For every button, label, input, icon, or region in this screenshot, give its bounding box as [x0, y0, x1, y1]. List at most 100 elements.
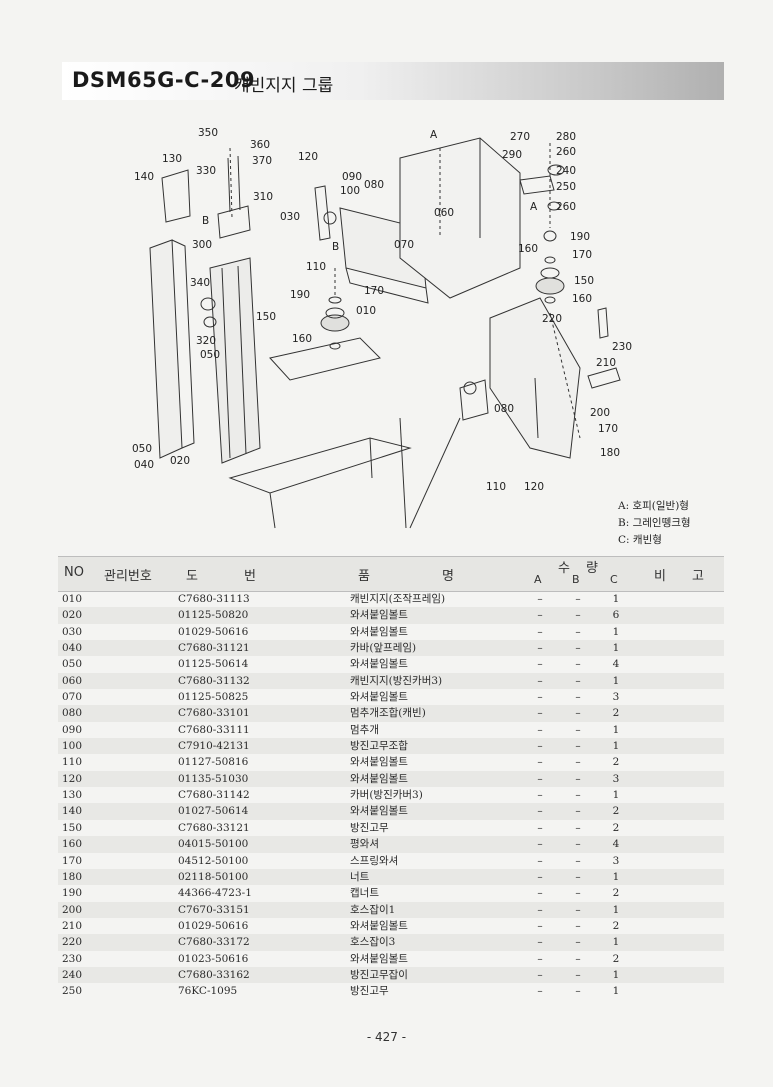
header-drawing-2: 번 — [244, 569, 256, 584]
qty-a: – — [537, 985, 543, 998]
qty-a: – — [537, 838, 543, 851]
qty-c: 2 — [612, 756, 620, 769]
drawing-number: 02118-50100 — [178, 870, 249, 883]
part-callout: 030 — [280, 211, 300, 223]
part-no: 180 — [62, 870, 83, 883]
legend-item-b: B: 그레인뗑크형 — [618, 517, 691, 529]
part-name: 와셔붙임볼트 — [350, 658, 408, 671]
view-letter: A — [430, 129, 438, 141]
qty-c: 4 — [612, 838, 620, 851]
legend-item-a: A: 호피(일반)형 — [618, 500, 689, 512]
qty-a: – — [537, 593, 543, 605]
part-name: 캡너트 — [350, 887, 379, 900]
part-name: 너트 — [350, 870, 370, 883]
header-remark: 비 — [654, 569, 666, 584]
drawing-number: 44366-4723-1 — [178, 887, 252, 900]
part-callout: 170 — [364, 285, 384, 297]
part-callout: 270 — [510, 131, 530, 143]
qty-a: – — [537, 658, 543, 671]
drawing-number: 01023-50616 — [178, 952, 249, 965]
part-callout: 050 — [200, 349, 220, 361]
header-name: 품 — [358, 569, 370, 584]
part-callout: 010 — [356, 305, 376, 317]
part-callout: 370 — [252, 155, 272, 167]
part-name: 와셔붙임볼트 — [350, 772, 408, 785]
drawing-number: C7680-31113 — [178, 593, 250, 605]
part-name: 카바(앞프레임) — [350, 642, 417, 655]
part-callout: 290 — [502, 149, 522, 161]
qty-b: – — [575, 609, 581, 622]
part-name: 방진고무 — [350, 821, 389, 834]
part-callout: 070 — [394, 239, 414, 251]
part-name: 캐빈지지(조작프레임) — [350, 593, 446, 605]
qty-a: – — [537, 674, 543, 687]
part-name: 와셔붙임볼트 — [350, 756, 408, 769]
part-no: 150 — [62, 821, 83, 834]
part-name: 호스잡이1 — [350, 903, 396, 916]
qty-b: – — [575, 789, 581, 802]
qty-a: – — [537, 968, 543, 981]
drawing-number: C7680-33111 — [178, 723, 250, 736]
view-letter: A — [530, 201, 538, 213]
part-no: 020 — [62, 609, 83, 622]
qty-c: 2 — [612, 887, 620, 900]
part-no: 100 — [62, 740, 83, 753]
qty-a: – — [537, 936, 543, 949]
drawing-number: 01029-50616 — [178, 919, 249, 932]
page-number: - 427 - — [366, 1030, 407, 1044]
part-callout: 230 — [612, 341, 632, 353]
part-callout: 200 — [590, 407, 610, 419]
qty-b: – — [575, 854, 581, 867]
qty-b: – — [575, 952, 581, 965]
part-name: 방진고무조합 — [350, 740, 408, 753]
qty-c: 6 — [612, 609, 620, 622]
drawing-number: 04015-50100 — [178, 838, 249, 851]
part-no: 120 — [62, 772, 83, 785]
part-no: 060 — [62, 674, 83, 687]
part-callout: 040 — [134, 459, 154, 471]
part-name: 와셔붙임볼트 — [350, 625, 408, 638]
drawing-number: C7910-42131 — [178, 740, 250, 753]
part-name: 평와셔 — [350, 838, 379, 851]
qty-b: – — [575, 821, 581, 834]
header-b: B — [572, 573, 580, 586]
qty-a: – — [537, 789, 543, 802]
qty-c: 2 — [612, 919, 620, 932]
qty-b: – — [575, 805, 581, 818]
qty-a: – — [537, 723, 543, 736]
part-name: 와셔붙임볼트 — [350, 919, 408, 932]
qty-a: – — [537, 870, 543, 883]
part-no: 210 — [62, 919, 83, 932]
group-name: 캐빈지지 그룹 — [234, 76, 334, 96]
header-a: A — [534, 573, 542, 586]
part-callout: 160 — [518, 243, 538, 255]
part-callout: 110 — [306, 261, 326, 273]
part-callout: 210 — [596, 357, 616, 369]
qty-b: – — [575, 691, 581, 704]
drawing-number: 01125-50825 — [178, 691, 249, 704]
drawing-number: C7680-33162 — [178, 968, 250, 981]
qty-c: 1 — [612, 789, 620, 802]
qty-a: – — [537, 887, 543, 900]
qty-b: – — [575, 593, 581, 605]
qty-a: – — [537, 740, 543, 753]
part-no: 140 — [62, 805, 83, 818]
part-callout: 170 — [572, 249, 592, 261]
part-callout: 160 — [572, 293, 592, 305]
part-name: 카버(방진카버3) — [350, 789, 423, 802]
legend-item-c: C: 캐빈형 — [618, 534, 662, 546]
part-callout: 300 — [192, 239, 212, 251]
qty-a: – — [537, 903, 543, 916]
qty-b: – — [575, 985, 581, 998]
